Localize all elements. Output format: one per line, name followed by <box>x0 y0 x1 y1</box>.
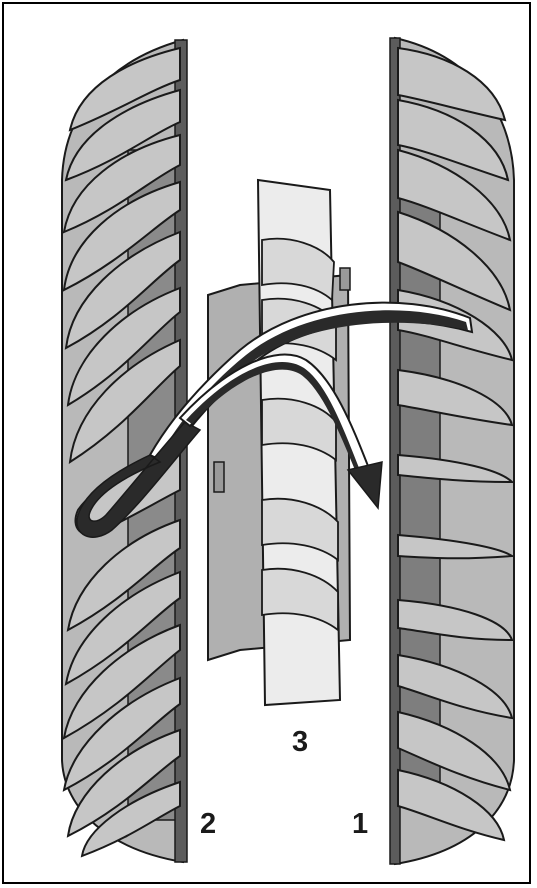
right-wheel-inner-band <box>395 195 440 800</box>
stator-right-tab <box>340 268 350 290</box>
label-stator-3: 3 <box>292 728 308 757</box>
center-stator <box>208 180 350 705</box>
right-pump-wheel <box>390 38 514 864</box>
stator-left-tab <box>214 462 224 492</box>
flow-arrow-head <box>348 462 382 508</box>
label-turbine-2: 2 <box>200 810 216 839</box>
label-pump-1: 1 <box>352 810 368 839</box>
